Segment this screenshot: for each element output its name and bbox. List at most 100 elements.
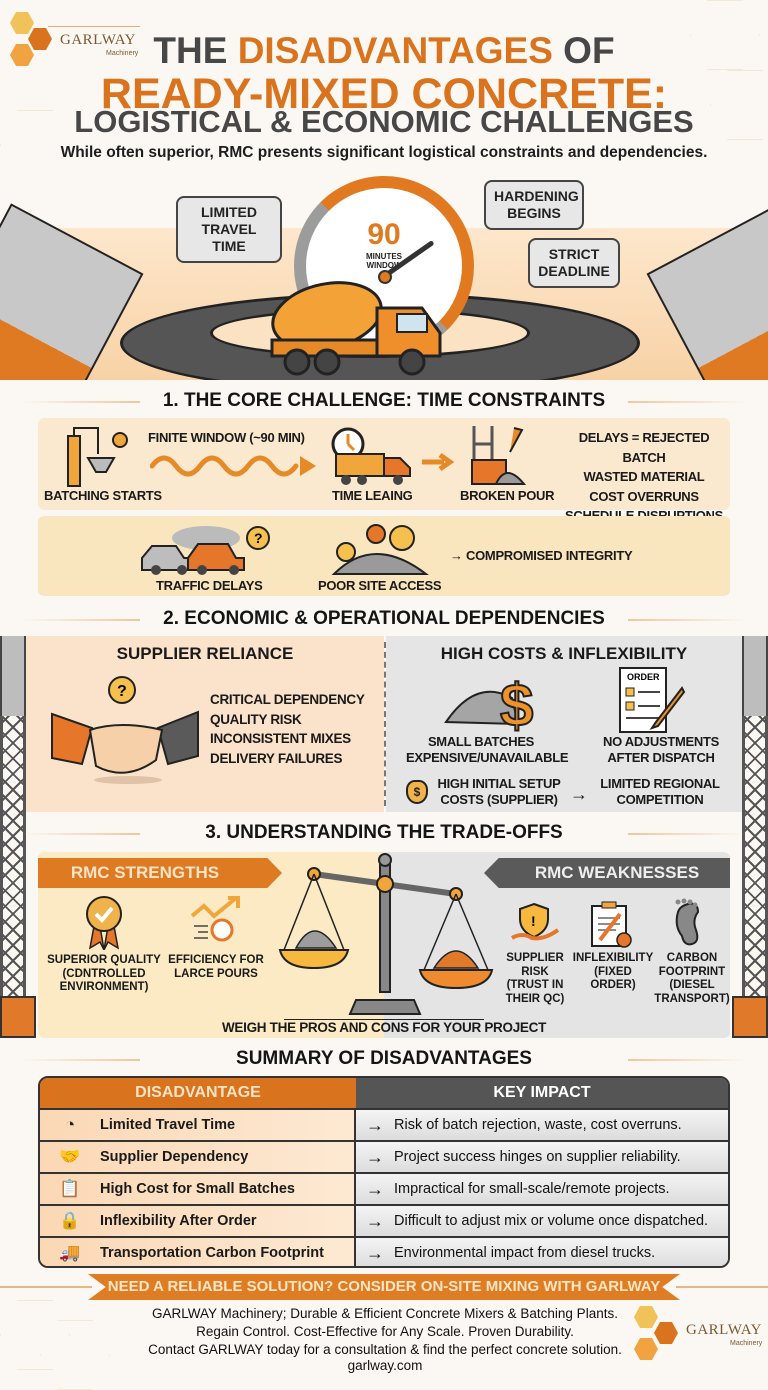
consequence-item: WASTED MATERIAL xyxy=(583,469,705,484)
batching-starts-label: BATCHING STARTS xyxy=(44,488,162,503)
quality-badge-icon xyxy=(86,896,122,950)
time-leaking-label: TIME LEAING xyxy=(332,488,413,503)
hex-icon xyxy=(634,1338,658,1360)
risk-item: CRITICAL DEPENDENCY xyxy=(210,692,365,707)
high-costs-title: HIGH COSTS & INFLEXIBILITY xyxy=(440,644,688,663)
traffic-cars-icon: ? xyxy=(141,526,270,575)
footer-url[interactable]: garlway.com xyxy=(347,1358,423,1373)
risk-item: DELIVERY FAILURES xyxy=(210,750,343,766)
concrete-pillar-right xyxy=(742,636,768,716)
gravel-dollar-icon: $ xyxy=(444,671,534,732)
table-row: ◔Limited Travel Time →Risk of batch reje… xyxy=(40,1108,728,1140)
logo-subtext: Machinery xyxy=(730,1340,763,1347)
footprint-icon xyxy=(675,898,700,946)
svg-text:?: ? xyxy=(254,530,263,546)
hex-decoration xyxy=(690,0,760,70)
supplier-reliance-title: SUPPLIER RELIANCE xyxy=(116,644,294,663)
arrow-right-icon: → xyxy=(366,1114,384,1135)
weaknesses-ribbon: RMC WEAKNESSES xyxy=(484,858,730,888)
title-line-1: THE DISADVANTAGES OF xyxy=(153,30,615,71)
title-line-3: LOGISTICAL & ECONOMIC CHALLENGES xyxy=(74,104,694,139)
logo-text: GARLWAY xyxy=(686,1322,763,1338)
column-header-key-impact: KEY IMPACT xyxy=(356,1078,728,1108)
hex-icon xyxy=(10,44,34,66)
title-line-2: READY-MIXED CONCRETE: xyxy=(100,70,668,118)
arrow-right-icon: → xyxy=(366,1242,384,1263)
summary-table: DISADVANTAGE KEY IMPACT ◔Limited Travel … xyxy=(38,1076,730,1268)
gauge-pivot xyxy=(378,270,392,284)
garlway-logo-footer: GARLWAY Machinery xyxy=(630,1306,768,1362)
cta-banner: NEED A RELIABLE SOLUTION? CONSIDER ON-SI… xyxy=(88,1274,680,1300)
table-row: 📋High Cost for Small Batches →Impractica… xyxy=(40,1172,728,1204)
risk-item: QUALITY RISK xyxy=(210,711,302,727)
high-costs-panel xyxy=(386,636,742,812)
scaffold-right xyxy=(742,716,768,996)
consequence-item: COST OVERRUNS xyxy=(589,488,699,504)
section-2-title: 2. ECONOMIC & OPERATIONAL DEPENDENCIES xyxy=(0,608,768,630)
section-1-title: 1. THE CORE CHALLENGE: TIME CONSTRAINTS xyxy=(0,390,768,412)
stopwatch-truck-icon xyxy=(331,427,411,485)
padlock-icon: 🔒 xyxy=(59,1211,81,1230)
table-row: 🤝Supplier Dependency →Project success hi… xyxy=(40,1140,728,1172)
arrow-right-icon: → xyxy=(366,1178,384,1199)
wave-arrow-icon xyxy=(150,455,316,477)
column-header-disadvantage: DISADVANTAGE xyxy=(40,1078,356,1108)
banner-line-left xyxy=(0,1286,92,1288)
orange-block-left xyxy=(0,996,36,1038)
garlway-logo: GARLWAY Machinery xyxy=(8,12,140,68)
hex-icon xyxy=(10,12,34,34)
hex-icon xyxy=(28,28,52,50)
summary-title: SUMMARY OF DISADVANTAGES xyxy=(0,1048,768,1070)
order-form-icon: ORDER xyxy=(619,667,686,733)
svg-text:$: $ xyxy=(500,672,533,732)
finite-window-label: FINITE WINDOW (~90 MIN) xyxy=(148,430,305,445)
hex-icon xyxy=(634,1306,658,1328)
section-3-title: 3. UNDERSTANDING THE TRADE-OFFS xyxy=(0,822,768,844)
clipboard-icon xyxy=(591,901,632,948)
svg-text:ORDER: ORDER xyxy=(627,672,660,682)
truck-smoke-icon: 🚚 xyxy=(59,1243,81,1262)
trade-offs-caption: WEIGH THE PROS AND CONS FOR YOUR PROJECT xyxy=(221,1020,547,1035)
logo-line xyxy=(48,26,140,27)
scaffold-left xyxy=(0,716,26,996)
compromised-integrity-label: → COMPROMISED INTEGRITY xyxy=(450,548,633,563)
logo-text: GARLWAY xyxy=(60,32,137,48)
strengths-ribbon: RMC STRENGTHS xyxy=(38,858,282,888)
arrow-right-icon: → xyxy=(366,1146,384,1167)
money-bag-icon: $ xyxy=(406,780,428,804)
broken-pour-icon xyxy=(471,426,527,485)
hex-decoration xyxy=(710,70,768,140)
arrow-right-icon: → xyxy=(570,784,588,804)
arrow-right-icon: → xyxy=(366,1210,384,1231)
handshake-icon: ? xyxy=(51,676,199,784)
traffic-delays-label: TRAFFIC DELAYS xyxy=(156,578,263,593)
supplier-risks-list: CRITICAL DEPENDENCY QUALITY RISK INCONSI… xyxy=(210,690,365,768)
handshake-icon: 🤝 xyxy=(59,1147,81,1166)
supplier-risk-icon: ! xyxy=(510,902,560,941)
supplier-reliance-panel xyxy=(26,636,384,812)
hex-icon xyxy=(654,1322,678,1344)
mixer-truck-icon xyxy=(270,281,442,376)
efficiency-chart-icon xyxy=(190,896,240,942)
table-row: 🚚Transportation Carbon Footprint →Enviro… xyxy=(40,1236,728,1266)
risk-item: INCONSISTENT MIXES xyxy=(210,731,351,746)
footer-line-2: Regain Control. Cost-Effective for Any S… xyxy=(196,1324,574,1339)
svg-text:!: ! xyxy=(531,913,536,929)
banner-line-right xyxy=(676,1286,768,1288)
subtitle: While often superior, RMC presents signi… xyxy=(60,144,708,161)
poor-site-access-label: POOR SITE ACCESS xyxy=(318,578,442,593)
footer-line-1: GARLWAY Machinery; Durable & Efficient C… xyxy=(152,1306,618,1321)
logo-subtext: Machinery xyxy=(106,50,139,57)
consequences-list: DELAYS = REJECTED BATCH WASTED MATERIAL … xyxy=(558,428,730,526)
dashed-divider xyxy=(384,642,386,806)
